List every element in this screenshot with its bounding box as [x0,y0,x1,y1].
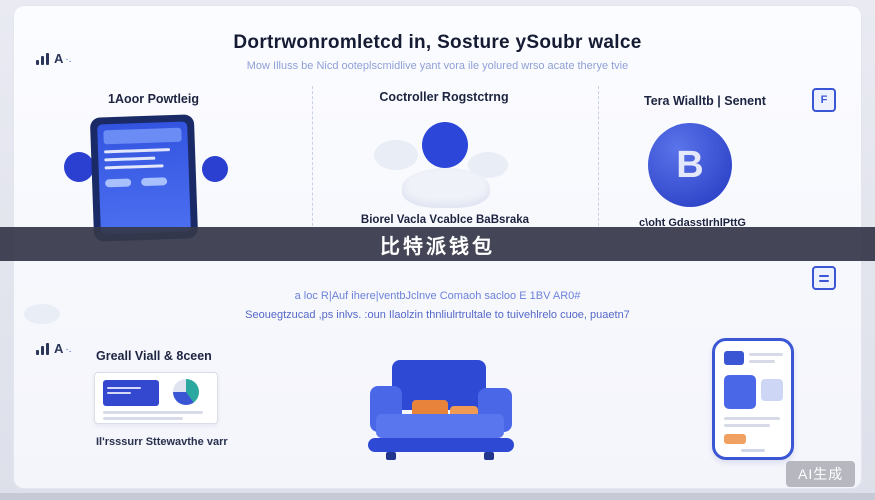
phone-tile [761,379,783,401]
person-torso [402,168,490,208]
couch-seat [376,414,504,438]
caption-wallet: c\oht GdasstIrhlPttG [639,217,746,229]
browser-blue-panel [103,380,159,406]
tablet-device-icon [89,114,199,242]
sort-bars-icon [36,343,51,355]
banner: 比特派钱包 [0,227,875,261]
phone-home-bar [741,449,765,452]
sort-dots: ·. [65,344,72,355]
couch-leg [484,452,494,460]
page-title: Dortrwonromletcd in, Sosture ySoubr walc… [233,32,642,53]
ai-watermark: AI生成 [786,461,856,487]
decor-blob-icon [202,156,228,182]
pie-chart-icon [173,379,199,405]
app-icon-letter: F [820,94,828,106]
decor-blob-icon [64,152,94,182]
separator-vertical-2 [598,86,599,231]
phone-header-block [724,351,744,365]
sort-icon: A ·. [36,52,72,65]
phone-illustration [706,338,802,464]
sort-letter: A [54,341,64,356]
bottom-left-caption: Il'rsssurr Sttewavthe varr [96,436,228,448]
couch-illustration [362,358,522,460]
screen-header-band [103,127,182,145]
phone-frame-icon [712,338,794,460]
couch-leg [386,452,396,460]
coin-letter: B [676,143,704,186]
bottom-edge-strip [0,493,875,500]
column-label-controller: Coctroller Rogstctrng [379,90,509,104]
person-illustration [370,116,520,216]
decor-blob [24,304,60,324]
browser-card-illustration [94,372,218,424]
phone-tile [724,375,756,409]
sort-bars-icon [36,53,51,65]
screen-button [141,177,168,187]
middle-text-line2: Seouegtzucad ,ps inlvs. :oun Ilaolzin th… [245,309,630,321]
sort-dots: ·. [65,54,72,65]
coin-icon: B [648,123,732,207]
tablet-illustration [62,114,232,249]
bottom-left-label: Greall Viall & 8ceen [96,349,212,363]
separator-vertical-1 [312,86,313,231]
banner-text: 比特派钱包 [380,235,495,258]
cloud-shape [374,140,418,170]
person-head-icon [422,122,468,168]
couch-base [368,438,514,452]
middle-text-line1: a loc R|Auf ihere|ventbJclnve Comaoh sac… [294,290,581,302]
column-label-wallet: Tera Wialltb | Senent [644,94,766,108]
screen-button [105,178,132,188]
tablet-screen [97,121,191,235]
sort-letter: A [54,51,64,66]
sort-icon: A ·. [36,342,72,355]
document-icon [812,266,836,290]
caption-controller: Biorel Vacla Vcablce BaBsraka [360,214,530,226]
app-icon: F [812,88,836,112]
phone-orange-button [724,434,746,444]
page-subtitle: Mow Illuss be Nicd ooteplscmidlive yant … [246,60,629,72]
column-label-features: 1Aoor Powtleig [108,92,199,106]
